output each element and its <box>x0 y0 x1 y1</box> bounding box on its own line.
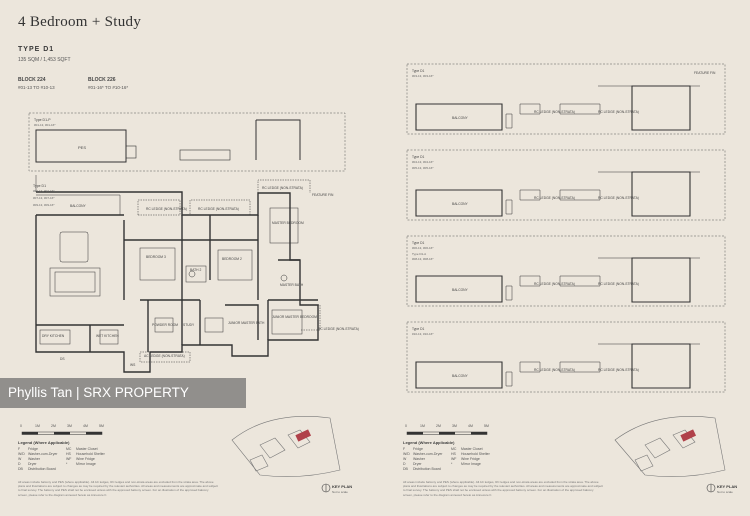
svg-text:RC LEDGE (NON-STRATA): RC LEDGE (NON-STRATA) <box>534 110 575 114</box>
page-title: 4 Bedroom + Study <box>18 14 142 30</box>
svg-text:RC LEDGE (NON-STRATA): RC LEDGE (NON-STRATA) <box>534 196 575 200</box>
svg-text:RC LEDGE (NON-STRATA): RC LEDGE (NON-STRATA) <box>262 186 303 190</box>
svg-text:STUDY: STUDY <box>183 323 195 327</box>
key-plan-highlight-left <box>295 429 312 442</box>
svg-text:Type D1-A: Type D1-A <box>412 252 426 256</box>
svg-text:Type D1: Type D1 <box>412 327 424 331</box>
svg-text:Type D1: Type D1 <box>33 184 46 188</box>
svg-text:RC LEDGE (NON-STRATA): RC LEDGE (NON-STRATA) <box>598 110 639 114</box>
legend-title: Legend (Where Applicable) <box>18 440 70 445</box>
scale-tick: 0 <box>405 424 407 428</box>
svg-text:WET KITCHEN: WET KITCHEN <box>96 334 119 338</box>
scale-tick: 0 <box>20 424 22 428</box>
svg-text:BATH 2: BATH 2 <box>190 268 201 272</box>
svg-text:#01-13, #01-16*: #01-13, #01-16* <box>34 123 56 127</box>
svg-text:RC LEDGE (NON-STRATA): RC LEDGE (NON-STRATA) <box>598 196 639 200</box>
key-plan-right <box>614 416 726 477</box>
unit-type: TYPE D1 <box>18 46 55 53</box>
svg-text:#10-13, #10-16*: #10-13, #10-16* <box>412 332 434 336</box>
svg-text:WS: WS <box>130 363 136 367</box>
svg-text:RC LEDGE (NON-STRATA): RC LEDGE (NON-STRATA) <box>198 207 239 211</box>
svg-text:POWDER ROOM: POWDER ROOM <box>152 323 178 327</box>
svg-text:Type D1: Type D1 <box>412 155 424 159</box>
key-plan-label-right: KEY PLAN <box>717 484 738 489</box>
svg-text:FEATURE FIN: FEATURE FIN <box>312 193 334 197</box>
svg-text:#06-13, #06-16*: #06-13, #06-16* <box>412 246 434 250</box>
svg-text:BALCONY: BALCONY <box>70 204 87 208</box>
svg-text:RC LEDGE (NON-STRATA): RC LEDGE (NON-STRATA) <box>318 327 359 331</box>
scale-tick: 3M <box>452 424 457 428</box>
scale-bar-right <box>406 431 488 435</box>
scale-tick: 2M <box>51 424 56 428</box>
svg-text:#04-13, #04-16*: #04-13, #04-16* <box>412 160 434 164</box>
svg-text:Type D1: Type D1 <box>412 241 424 245</box>
svg-text:#05-13, #05-16*: #05-13, #05-16* <box>412 166 434 170</box>
svg-text:RC LEDGE (NON-STRATA): RC LEDGE (NON-STRATA) <box>598 282 639 286</box>
svg-text:BEDROOM 2: BEDROOM 2 <box>222 257 242 261</box>
svg-text:BALCONY: BALCONY <box>452 374 469 378</box>
svg-text:RC LEDGE (NON-STRATA): RC LEDGE (NON-STRATA) <box>598 368 639 372</box>
svg-text:MASTER BEDROOM: MASTER BEDROOM <box>272 221 304 225</box>
svg-text:MASTER BATH: MASTER BATH <box>280 283 304 287</box>
key-plan-highlight-right <box>680 429 697 442</box>
key-plan-label: KEY PLAN <box>332 484 353 489</box>
disclaimer-right: All areas include balcony and PES (where… <box>403 480 603 497</box>
svg-text:Type D1-P: Type D1-P <box>34 118 51 122</box>
block-224-label: BLOCK 224 <box>18 77 46 83</box>
svg-text:BALCONY: BALCONY <box>452 116 469 120</box>
svg-text:BEDROOM 3: BEDROOM 3 <box>146 255 166 259</box>
svg-text:FEATURE FIN: FEATURE FIN <box>694 71 716 75</box>
key-plan-left <box>231 416 341 477</box>
scale-tick: 5M <box>484 424 489 428</box>
watermark-banner: Phyllis Tan | SRX PROPERTY <box>0 378 246 408</box>
svg-text:DRY KITCHEN: DRY KITCHEN <box>42 334 65 338</box>
svg-text:RC LEDGE (NON-STRATA): RC LEDGE (NON-STRATA) <box>534 282 575 286</box>
svg-text:#02-13, #02-16*: #02-13, #02-16* <box>33 189 55 193</box>
svg-text:JUNIOR MASTER BEDROOM: JUNIOR MASTER BEDROOM <box>272 315 317 319</box>
scale-tick: 4M <box>83 424 88 428</box>
scale-tick: 5M <box>99 424 104 428</box>
svg-text:#08-13, #08-16*: #08-13, #08-16* <box>412 257 434 261</box>
svg-text:AC LEDGE (NON-STRATA): AC LEDGE (NON-STRATA) <box>144 354 185 358</box>
main-walls <box>35 191 319 373</box>
svg-text:BALCONY: BALCONY <box>452 202 469 206</box>
svg-text:RC LEDGE (NON-STRATA): RC LEDGE (NON-STRATA) <box>146 207 187 211</box>
block-224-units: #01-13 TO #10-13 <box>18 85 55 90</box>
svg-text:DS: DS <box>60 357 65 361</box>
scale-tick: 2M <box>436 424 441 428</box>
key-plan-sub-right: Not to scale <box>717 490 733 494</box>
block-226-label: BLOCK 226 <box>88 77 116 83</box>
svg-text:BALCONY: BALCONY <box>452 288 469 292</box>
unit-area: 135 SQM / 1,453 SQFT <box>18 57 71 63</box>
block-226-units: #01-16* TO #10-16* <box>88 85 129 90</box>
svg-text:RC LEDGE (NON-STRATA): RC LEDGE (NON-STRATA) <box>534 368 575 372</box>
svg-text:#09-13, #09-16*: #09-13, #09-16* <box>33 203 55 207</box>
scale-tick: 1M <box>35 424 40 428</box>
legend-title-right: Legend (Where Applicable) <box>403 440 455 445</box>
svg-text:#03-13, #03-16*: #03-13, #03-16* <box>412 74 434 78</box>
pes-label: PES <box>78 145 86 150</box>
svg-text:#07-13, #07-16*: #07-13, #07-16* <box>33 196 55 200</box>
scale-tick: 1M <box>420 424 425 428</box>
d1p-outline <box>28 112 346 172</box>
svg-text:Type D1: Type D1 <box>412 69 424 73</box>
disclaimer: All areas include balcony and PES (where… <box>18 480 218 497</box>
scale-tick: 3M <box>67 424 72 428</box>
scale-bar-left <box>21 431 103 435</box>
key-plan-sub: Not to scale <box>332 490 348 494</box>
svg-text:JUNIOR MASTER BATH: JUNIOR MASTER BATH <box>228 321 265 325</box>
scale-tick: 4M <box>468 424 473 428</box>
